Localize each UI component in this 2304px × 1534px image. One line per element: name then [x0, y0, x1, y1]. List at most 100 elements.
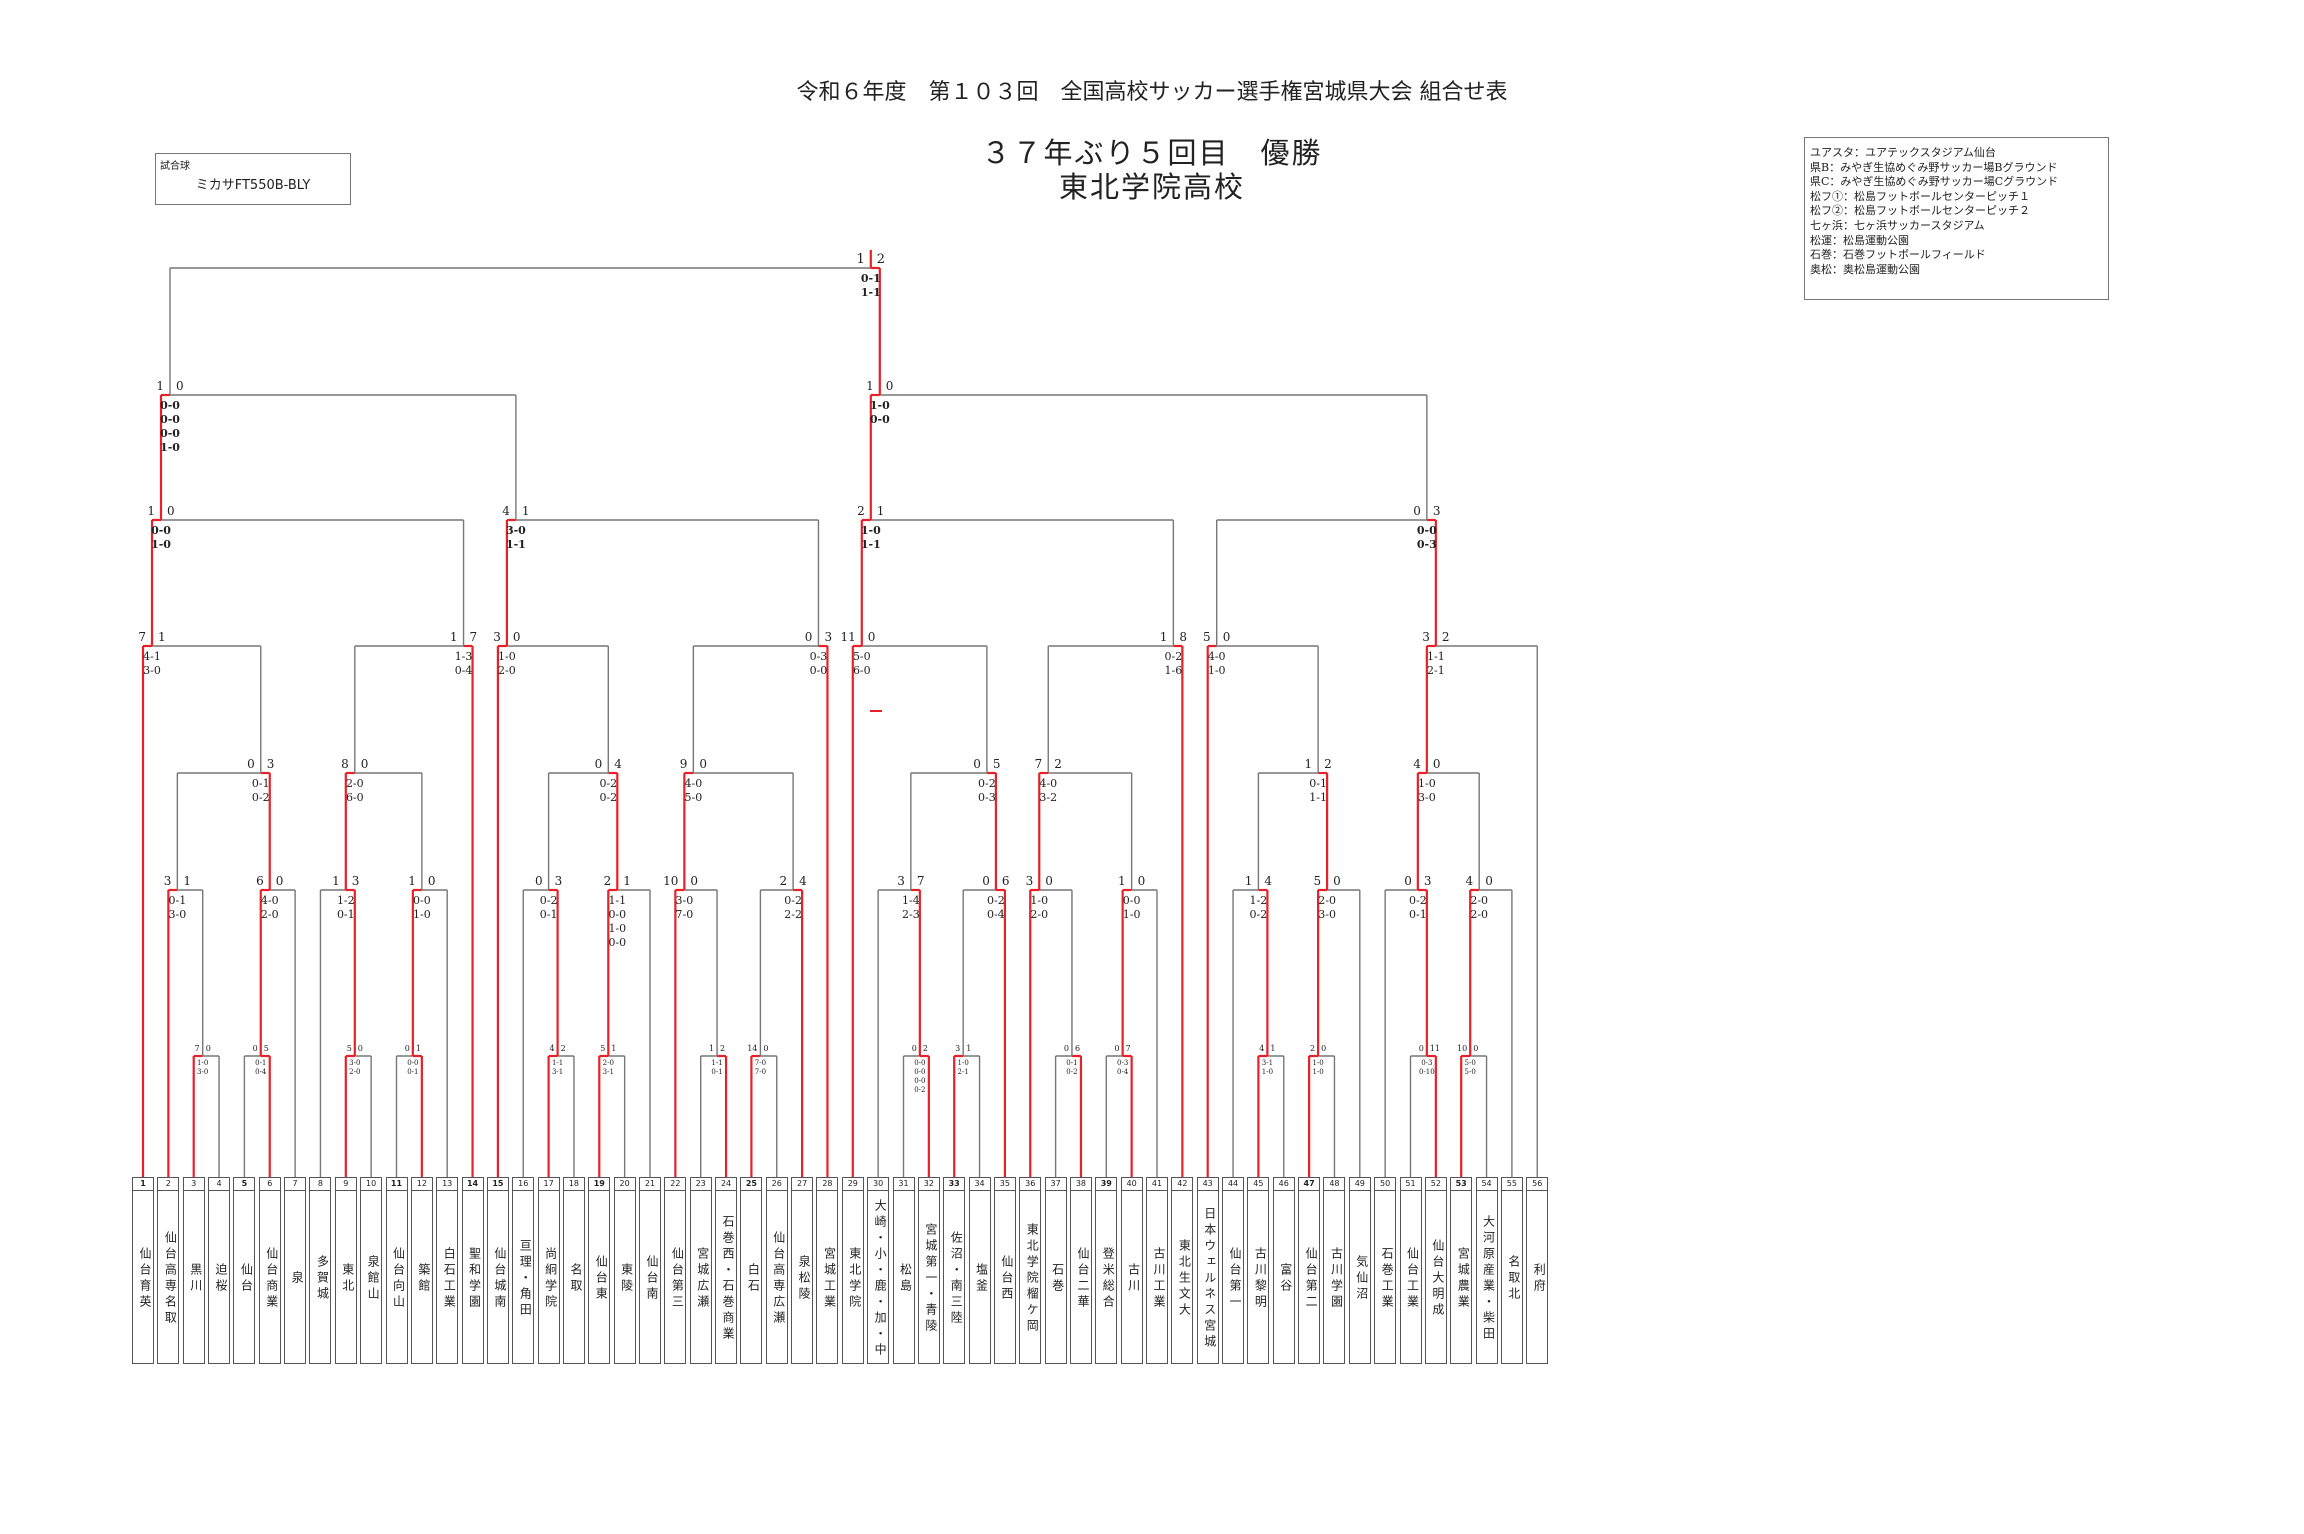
match-half-score: 0-3: [1421, 1059, 1432, 1067]
match-half-score: 1-0: [498, 650, 516, 663]
match-half-score: 0-1: [861, 272, 881, 285]
team-name: 泉: [290, 1271, 305, 1287]
venue-item: 石巻：石巻フットボールフィールド: [1810, 248, 1986, 262]
match-score-b: 0: [699, 757, 707, 771]
champion-team: 東北学院高校: [1058, 170, 1245, 204]
match-half-score: 4-0: [684, 777, 702, 790]
match-half-score: 0-2: [1164, 650, 1182, 663]
team-name: 宮城広瀬: [695, 1247, 710, 1311]
team-number: 13: [437, 1178, 458, 1191]
match-score-b: 7: [470, 630, 478, 644]
match-score-b: 3: [555, 874, 563, 888]
team-number: 6: [259, 1178, 280, 1191]
match-half-score: 3-0: [197, 1068, 208, 1076]
match-score-b: 1: [158, 630, 166, 644]
team-name: 白石: [746, 1263, 761, 1295]
match-score-a: 6: [256, 874, 264, 888]
team-number: 9: [335, 1178, 356, 1191]
match-score-a: 0: [1115, 1044, 1120, 1053]
match-score-a: 0: [912, 1044, 917, 1053]
match-half-score: 0-4: [987, 908, 1005, 921]
match-half-score: 0-4: [455, 664, 473, 677]
team-number: 53: [1451, 1178, 1472, 1191]
match-half-score: 1-0: [1123, 908, 1141, 921]
team-number: 12: [411, 1178, 432, 1191]
team-name: 仙台高専名取: [163, 1231, 178, 1327]
match-half-score: 1-0: [1312, 1068, 1323, 1076]
match-half-score: 1-1: [1309, 791, 1327, 804]
team-name: 利府: [1532, 1263, 1547, 1295]
match-half-score: 1-0: [413, 908, 431, 921]
match-half-score: 0-1: [540, 908, 558, 921]
match-score-a: 10: [1457, 1044, 1467, 1053]
team-number: 40: [1121, 1178, 1142, 1191]
match-score-a: 0: [1404, 874, 1412, 888]
match-half-score: 7-0: [675, 908, 693, 921]
match-score-b: 4: [1264, 874, 1272, 888]
champion-banner: ３７年ぶり５回目 優勝 東北学院高校: [0, 136, 2304, 204]
match-half-score: 7-0: [755, 1059, 766, 1067]
match-half-score: 5-0: [1465, 1059, 1476, 1067]
team-number: 52: [1425, 1178, 1446, 1191]
match-score-a: 7: [138, 630, 146, 644]
team-number: 28: [817, 1178, 838, 1191]
venue-item: 松運：松島運動公園: [1810, 233, 1909, 247]
match-score-b: 0: [1485, 874, 1493, 888]
match-half-score: 0-0: [160, 427, 180, 440]
match-half-score: 0-0: [914, 1077, 925, 1085]
team-name: 仙台西: [999, 1255, 1014, 1303]
match-half-score: 1-1: [1427, 650, 1445, 663]
match-half-score: 3-0: [1318, 908, 1336, 921]
match-score-b: 2: [1442, 630, 1450, 644]
team-name: 古川工業: [1152, 1247, 1166, 1311]
match-half-score: 1-1: [711, 1059, 722, 1067]
match-half-score: 1-1: [608, 894, 626, 907]
match-ball-box: 試合球 ミカサFT550B-BLY: [155, 153, 351, 205]
team-number: 26: [766, 1178, 787, 1191]
match-half-score: 0-4: [1117, 1068, 1129, 1076]
match-half-score: 2-0: [603, 1059, 614, 1067]
venue-legend: ユアスタ：ユアテックスタジアム仙台 県B：みやぎ生協めぐみ野サッカー場Bグラウン…: [1804, 137, 2109, 300]
venue-item: 松フ②：松島フットボールセンターピッチ２: [1810, 204, 2030, 218]
team-name: 仙台城南: [492, 1247, 507, 1311]
match-half-score: 1-0: [197, 1059, 208, 1067]
match-score-a: 1: [1160, 630, 1168, 644]
match-half-score: 0-1: [337, 908, 355, 921]
match-score-a: 4: [550, 1044, 555, 1053]
match-half-score: 0-4: [255, 1068, 267, 1076]
match-score-a: 1: [156, 379, 164, 393]
match-half-score: 0-0: [407, 1059, 418, 1067]
match-score-b: 2: [1054, 757, 1062, 771]
team-number: 55: [1501, 1178, 1522, 1191]
team-number: 24: [716, 1178, 737, 1191]
match-score-a: 7: [195, 1044, 200, 1053]
team-name: 仙台向山: [391, 1247, 406, 1311]
match-half-score: 0-0: [160, 399, 180, 412]
match-half-score: 0-0: [608, 908, 626, 921]
match-score-b: 0: [1333, 874, 1341, 888]
match-half-score: 0-2: [599, 777, 617, 790]
venue-item: 七ヶ浜：七ヶ浜サッカースタジアム: [1810, 218, 1985, 232]
match-half-score: 4-0: [1208, 650, 1226, 663]
team-name: 石巻: [1050, 1263, 1065, 1295]
team-name: 東北学院: [847, 1247, 862, 1311]
match-half-score: 1-0: [1418, 777, 1436, 790]
match-half-score: 1-0: [151, 538, 171, 551]
team-name: 大崎・小・鹿・加・中: [873, 1199, 888, 1359]
team-number: 39: [1096, 1178, 1117, 1191]
